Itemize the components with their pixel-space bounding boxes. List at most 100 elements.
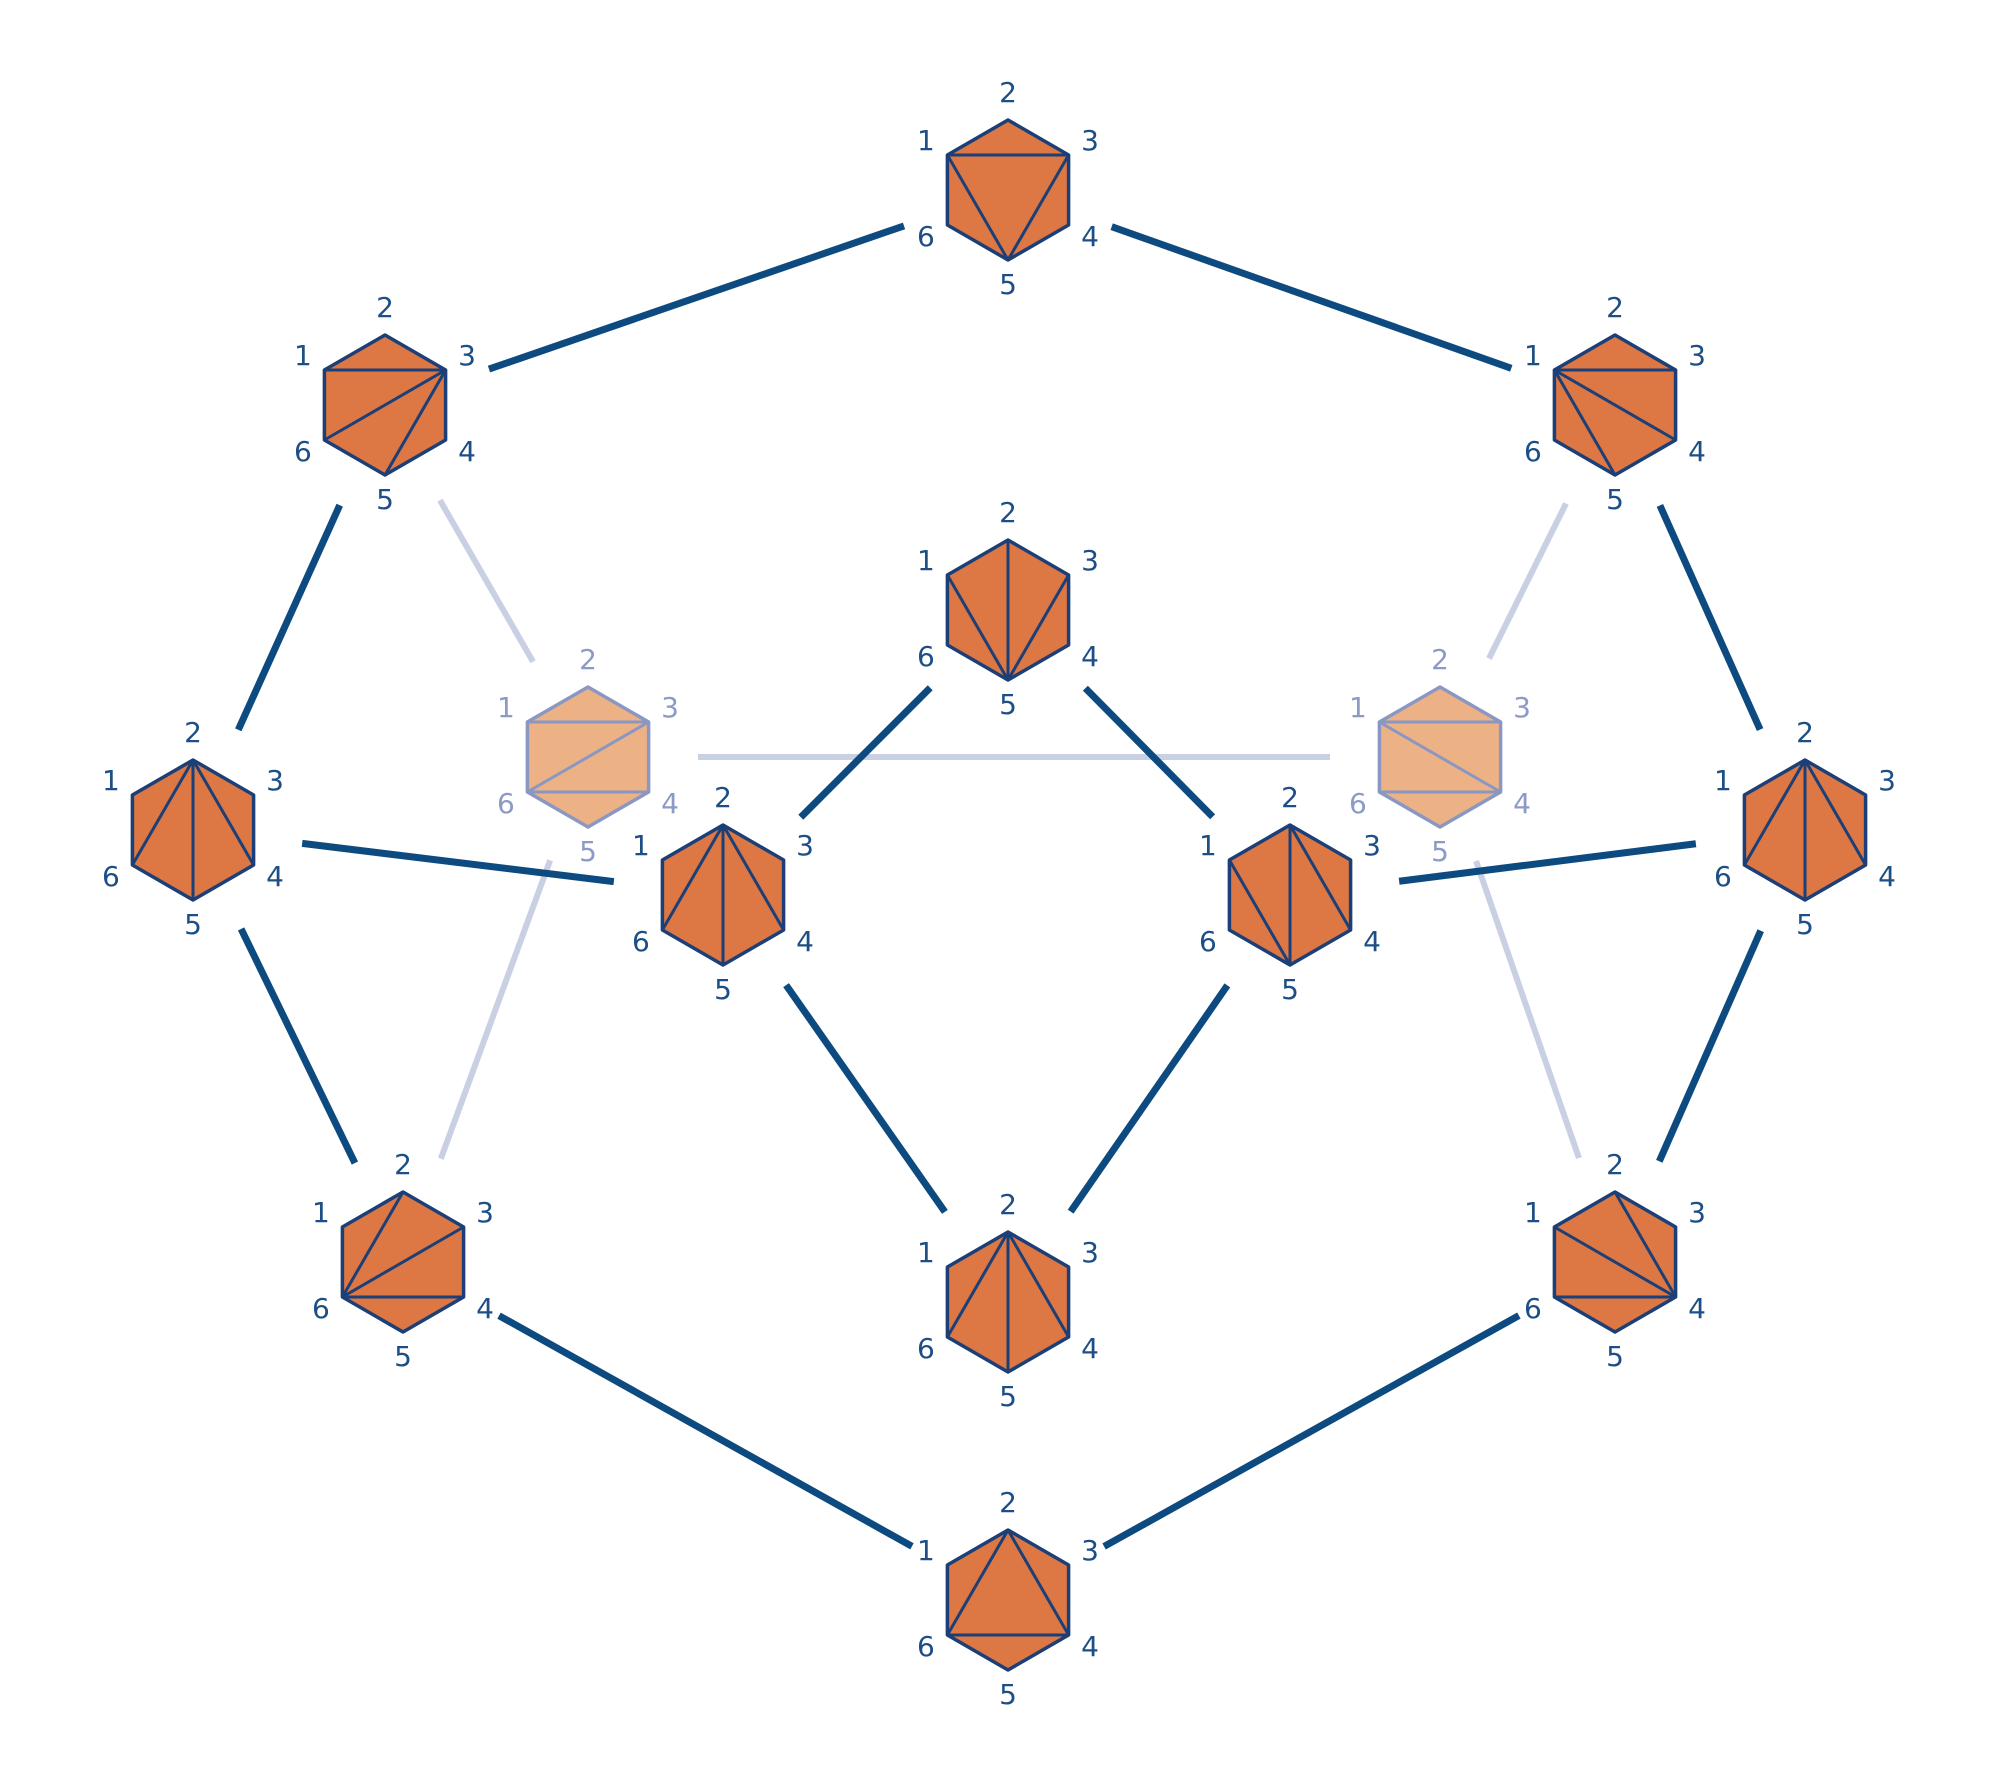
vertex-label-1: 1: [917, 544, 935, 577]
vertex-label-2: 2: [1281, 781, 1299, 814]
diagonal-2-4: [1803, 759, 1867, 866]
diagonal-3-6: [341, 1225, 465, 1299]
vertex-label-1: 1: [102, 764, 120, 797]
vertex-label-6: 6: [294, 435, 312, 468]
vertex-label-6: 6: [1714, 860, 1732, 893]
diagonal-3-5: [1006, 154, 1070, 261]
edge-n-inner-top-n-inner-left: [798, 685, 933, 820]
edge-n-mid-left-n-lower-left: [237, 927, 359, 1165]
vertex-label-5: 5: [999, 1380, 1017, 1413]
vertex-label-3: 3: [1081, 544, 1099, 577]
edge-n-mid-right-n-lower-right: [1656, 929, 1764, 1163]
vertex-label-1: 1: [294, 339, 312, 372]
edge-n-top-n-upper-left: [487, 222, 906, 373]
vertex-label-1: 1: [1349, 691, 1367, 724]
vertex-label-4: 4: [1081, 1630, 1099, 1663]
edge-n-back-left-n-lower-left: [438, 859, 553, 1160]
vertex-label-2: 2: [999, 1188, 1017, 1221]
edge-n-inner-right-n-inner-bottom: [1067, 983, 1231, 1214]
vertex-label-6: 6: [917, 1332, 935, 1365]
vertex-label-3: 3: [1081, 124, 1099, 157]
back-edges: [437, 498, 1582, 1160]
vertex-label-1: 1: [917, 1534, 935, 1567]
vertex-label-2: 2: [579, 643, 597, 676]
diagonal-1-5: [946, 154, 1010, 261]
vertex-label-2: 2: [999, 76, 1017, 109]
vertex-label-1: 1: [1524, 1196, 1542, 1229]
diagonal-3-5: [1006, 574, 1070, 681]
vertex-label-5: 5: [1606, 1340, 1624, 1373]
diagonal-3-6: [323, 368, 447, 442]
vertex-label-3: 3: [1688, 339, 1706, 372]
vertex-label-5: 5: [999, 268, 1017, 301]
vertex-label-3: 3: [1878, 764, 1896, 797]
vertex-label-5: 5: [714, 973, 732, 1006]
vertex-label-3: 3: [1688, 1196, 1706, 1229]
edge-n-back-right-n-lower-right: [1473, 859, 1582, 1160]
vertex-label-2: 2: [394, 1148, 412, 1181]
vertex-label-4: 4: [1688, 435, 1706, 468]
vertex-label-5: 5: [999, 688, 1017, 721]
vertex-label-5: 5: [1796, 908, 1814, 941]
diagonal-2-6: [661, 824, 725, 931]
vertex-label-3: 3: [458, 339, 476, 372]
edge-n-top-n-upper-right: [1110, 223, 1513, 372]
diagonal-2-4: [1613, 1191, 1677, 1298]
diagonal-1-4: [1553, 1225, 1677, 1299]
diagonal-2-4: [1288, 824, 1352, 931]
vertex-label-3: 3: [1081, 1534, 1099, 1567]
vertex-label-5: 5: [1606, 483, 1624, 516]
diagonal-2-4: [1006, 1231, 1070, 1338]
edge-n-inner-left-n-inner-bottom: [783, 983, 948, 1214]
edge-n-mid-left-n-inner-left: [301, 839, 615, 886]
vertex-label-6: 6: [1349, 787, 1367, 820]
vertex-label-6: 6: [1524, 1292, 1542, 1325]
vertex-label-5: 5: [394, 1340, 412, 1373]
vertex-label-4: 4: [661, 787, 679, 820]
vertex-label-2: 2: [184, 716, 202, 749]
vertex-label-6: 6: [312, 1292, 330, 1325]
diagonal-1-4: [1553, 368, 1677, 442]
vertex-label-3: 3: [661, 691, 679, 724]
edge-n-lower-left-n-bottom: [497, 1312, 914, 1550]
edge-n-inner-top-n-inner-right: [1082, 685, 1216, 820]
vertex-label-3: 3: [796, 829, 814, 862]
vertex-label-3: 3: [1363, 829, 1381, 862]
vertex-label-4: 4: [1363, 925, 1381, 958]
vertex-label-1: 1: [312, 1196, 330, 1229]
hexagon: [945, 118, 1071, 262]
vertex-label-6: 6: [497, 787, 515, 820]
vertex-label-1: 1: [1524, 339, 1542, 372]
vertex-label-2: 2: [376, 291, 394, 324]
diagonal-2-6: [1743, 759, 1807, 866]
vertex-label-2: 2: [999, 1486, 1017, 1519]
vertex-label-4: 4: [1081, 1332, 1099, 1365]
vertex-label-5: 5: [999, 1678, 1017, 1711]
diagonal-2-6: [341, 1191, 405, 1298]
diagonal-3-5: [383, 369, 447, 476]
vertex-label-4: 4: [1688, 1292, 1706, 1325]
diagonal-2-6: [131, 759, 195, 866]
vertex-label-2: 2: [714, 781, 732, 814]
edge-n-upper-right-n-mid-right: [1656, 503, 1764, 732]
vertex-label-3: 3: [1081, 1236, 1099, 1269]
vertex-label-1: 1: [632, 829, 650, 862]
edge-n-upper-left-n-mid-left: [235, 503, 343, 732]
vertex-label-3: 3: [1513, 691, 1531, 724]
vertex-label-4: 4: [458, 435, 476, 468]
vertex-label-1: 1: [497, 691, 515, 724]
vertex-label-2: 2: [1431, 643, 1449, 676]
edge-n-lower-right-n-bottom: [1102, 1312, 1521, 1550]
